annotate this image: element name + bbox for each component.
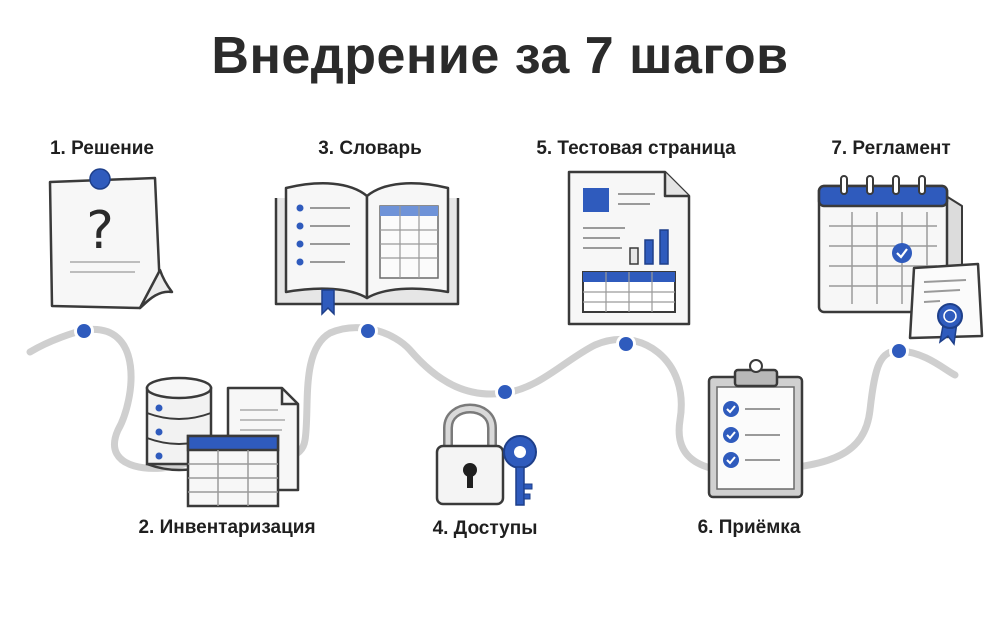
- process-path: [26, 324, 959, 475]
- question-note-icon: ?: [48, 168, 174, 310]
- step-1-label: 1. Решение: [49, 138, 155, 159]
- database-table-icon: [145, 376, 300, 508]
- step-5-node: [616, 334, 636, 354]
- open-book-icon: [274, 182, 460, 316]
- step-3-label: 3. Словарь: [318, 138, 422, 159]
- calendar-certificate-icon: [817, 175, 984, 346]
- lock-key-icon: [435, 403, 537, 506]
- svg-text:?: ?: [86, 201, 114, 261]
- step-3-node: [358, 321, 378, 341]
- step-7-label: 7. Регламент: [831, 138, 951, 159]
- step-5-label: 5. Тестовая страница: [536, 138, 736, 159]
- step-6-label: 6. Приёмка: [697, 517, 801, 538]
- step-2-label: 2. Инвентаризация: [138, 517, 316, 538]
- step-4-node: [495, 382, 515, 402]
- step-1-node: [74, 321, 94, 341]
- clipboard-checklist-icon: [707, 359, 804, 499]
- test-page-icon: [567, 170, 691, 326]
- page-title: Внедрение за 7 шагов: [211, 27, 789, 85]
- step-7-node: [889, 341, 909, 361]
- step-4-label: 4. Доступы: [432, 518, 538, 539]
